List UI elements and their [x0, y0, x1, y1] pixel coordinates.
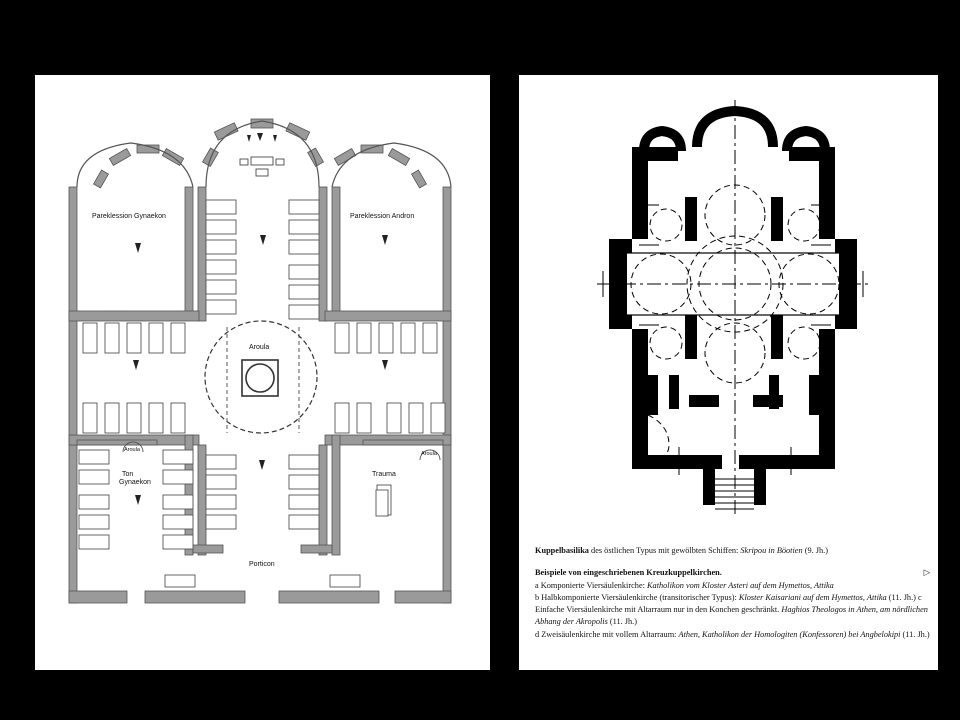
- label-trauma: Trauma: [372, 471, 396, 478]
- caption-examples-heading: Beispiele von eingeschriebenen Kreuzkupp…: [535, 568, 722, 578]
- caption-item-b: b Halbkomponierte Viersäulenkirche (tran…: [535, 592, 928, 627]
- label-parekklesion-andron: Pareklession Andron: [350, 213, 415, 220]
- label-parekklesion-gynaekon: Pareklession Gynaekon: [92, 213, 166, 220]
- caption-title: Kuppelbasilika des östlichen Typus mit g…: [535, 546, 828, 555]
- caption-item-a: a Komponierte Viersäulenkirche: Katholik…: [535, 580, 834, 590]
- left-floor-plan-panel: Pareklession Gynaekon Pareklession Andro…: [35, 75, 490, 670]
- right-floor-plan-panel: Kuppelbasilika des östlichen Typus mit g…: [519, 75, 938, 670]
- label-aroula-right: Aroula: [421, 451, 437, 457]
- label-gynaekon: Gynaekon: [119, 479, 151, 486]
- caption-item-d: d Zweisäulenkirche mit vollem Altarraum:…: [535, 629, 930, 639]
- figure-caption: Kuppelbasilika des östlichen Typus mit g…: [535, 545, 930, 641]
- label-ton: Ton: [122, 471, 134, 478]
- left-floor-plan: [68, 118, 452, 604]
- label-aroula-left: Aroula: [124, 447, 140, 453]
- aroula-circle: [204, 320, 318, 434]
- aroula-square: [241, 359, 279, 397]
- right-floor-plan: [597, 100, 869, 515]
- label-aroula-center: Aroula: [249, 344, 270, 351]
- label-porticon: Porticon: [249, 561, 275, 568]
- next-arrow-icon[interactable]: ▷: [923, 568, 930, 578]
